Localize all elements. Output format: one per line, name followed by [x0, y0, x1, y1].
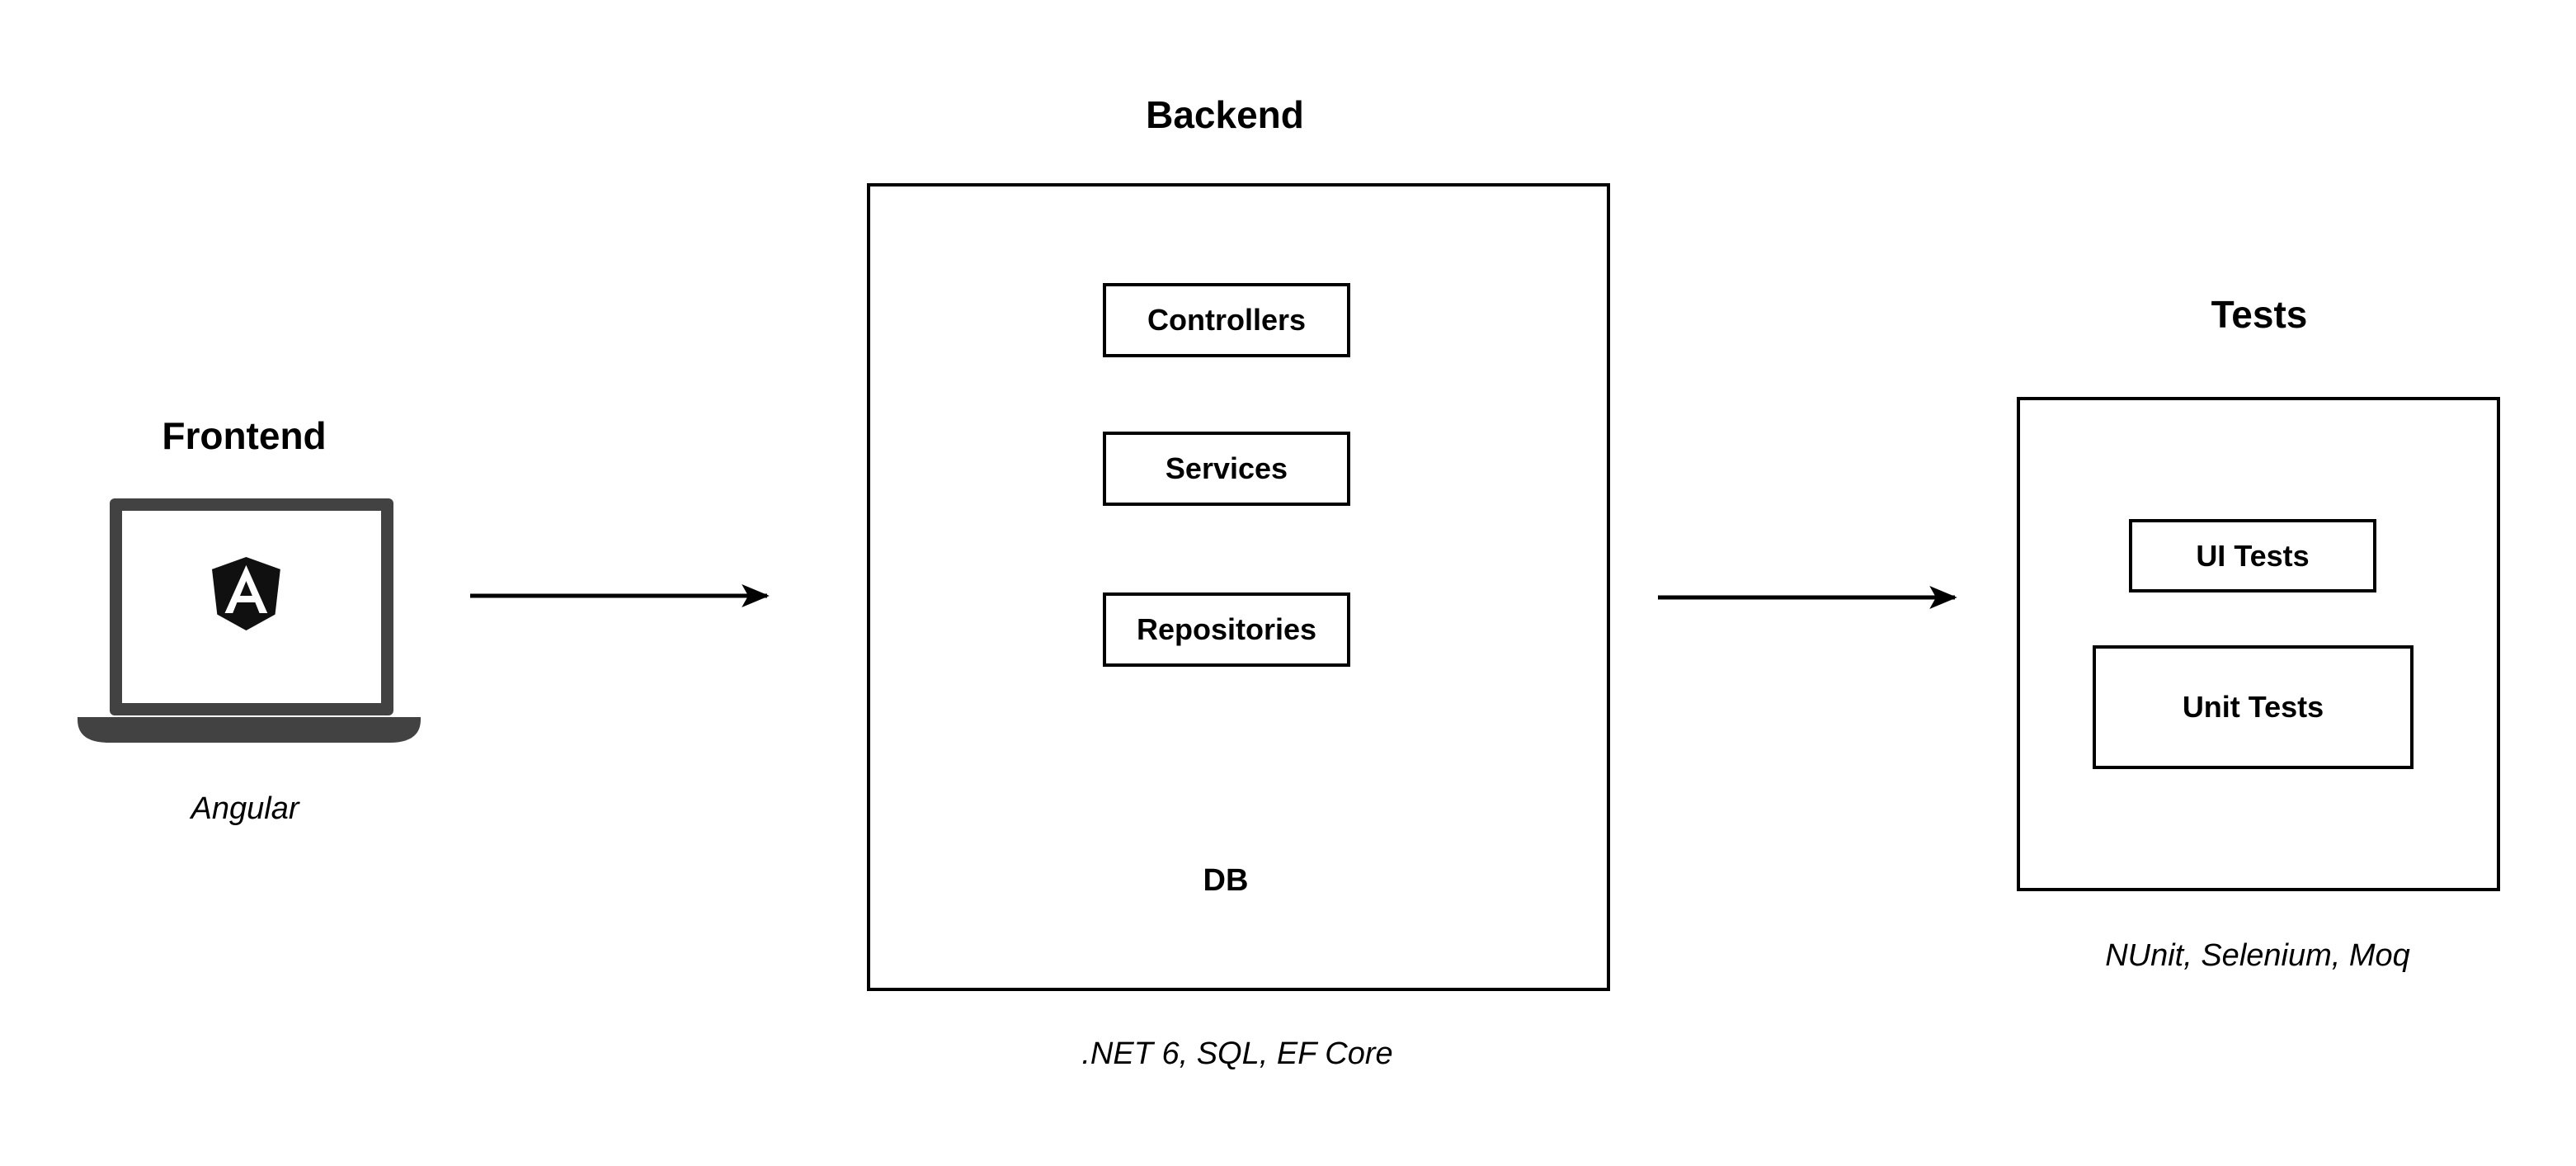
- tests-title: Tests: [2211, 293, 2308, 336]
- frontend-caption: Angular: [191, 791, 299, 826]
- node-services: Services: [1103, 432, 1350, 506]
- tests-caption: NUnit, Selenium, Moq: [2105, 938, 2410, 973]
- angular-logo-icon: [211, 557, 280, 631]
- node-controllers: Controllers: [1103, 283, 1350, 357]
- node-ui-tests: UI Tests: [2129, 519, 2376, 592]
- frontend-title: Frontend: [162, 414, 327, 457]
- backend-title: Backend: [1146, 93, 1304, 136]
- node-unit-tests: Unit Tests: [2093, 645, 2414, 769]
- tests-container-box: [2017, 397, 2500, 891]
- database-label: DB: [1203, 863, 1249, 898]
- node-repositories: Repositories: [1103, 592, 1350, 667]
- backend-caption: .NET 6, SQL, EF Core: [1081, 1036, 1393, 1071]
